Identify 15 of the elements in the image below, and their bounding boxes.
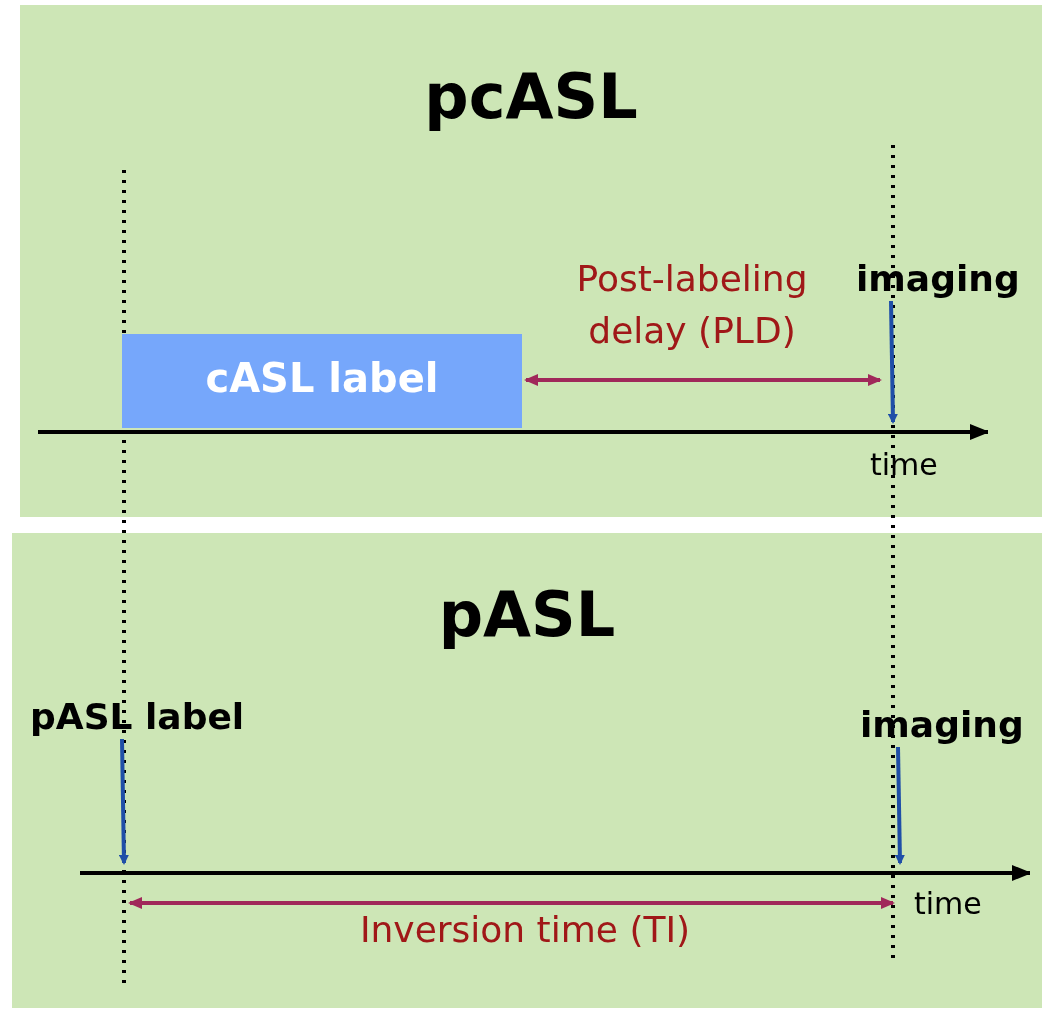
dimension-label: Inversion time (TI) — [358, 908, 692, 952]
panel-title: pcASL — [423, 60, 639, 133]
axis-label: time — [870, 447, 938, 482]
arrow — [118, 738, 129, 865]
event-label: imaging — [860, 704, 1024, 745]
panel-title: pASL — [437, 578, 617, 651]
panel-background — [12, 533, 1042, 1008]
arrow — [887, 300, 898, 424]
panel-background — [20, 5, 1042, 517]
event-label: imaging — [856, 258, 1020, 299]
arrow — [894, 746, 905, 865]
event-label: pASL label — [30, 696, 245, 737]
dimension-label: Post-labeling delay (PLD) — [575, 257, 809, 353]
label-block: cASL label — [122, 334, 522, 428]
axis-label: time — [914, 886, 982, 921]
